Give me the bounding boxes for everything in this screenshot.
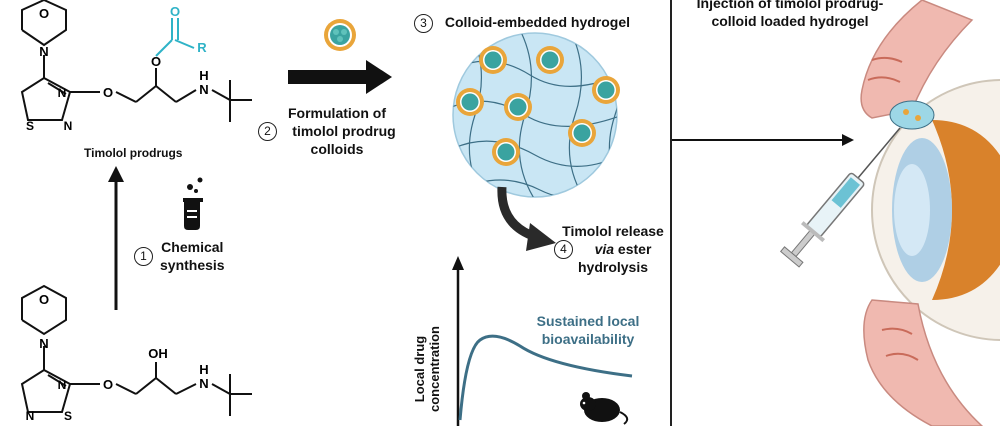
eye-illustration: [672, 0, 1000, 426]
step3-text: Colloid-embedded hydrogel: [444, 14, 631, 30]
hydrogel-depot: [889, 100, 935, 130]
prodrug-ring-n2: N: [64, 119, 73, 133]
beaker-icon: [183, 177, 203, 230]
step4-line1: Timolol release: [562, 223, 664, 239]
step4-ester: ester: [614, 241, 652, 257]
prodrug-structure: [20, 0, 252, 122]
lower-eyelid: [863, 299, 984, 426]
step2-line2: timolol prodrug: [292, 123, 396, 139]
timolol-amine-h: H: [199, 362, 208, 377]
timolol-ring-s: S: [64, 409, 72, 423]
timolol-ring-n: N: [26, 409, 35, 423]
step4-via: via: [594, 241, 615, 257]
step4-line3: hydrolysis: [577, 259, 649, 275]
step1-label: 1 Chemical synthesis: [134, 238, 225, 274]
injection-pointer-arrow: [672, 134, 854, 146]
prodrug-ester-o: O: [151, 54, 161, 69]
annotation-line2: bioavailability: [541, 331, 635, 347]
step1-line1: Chemical: [161, 239, 224, 255]
release-arrow: [497, 186, 556, 251]
timolol-amine-n: N: [199, 376, 208, 391]
prodrug-amine-h: H: [199, 68, 208, 83]
timolol-hydroxyl: OH: [148, 346, 168, 361]
chemistry-panel: N O O O O R N H N S N O N O OH: [0, 0, 280, 426]
plot-axes: [452, 256, 464, 426]
hydrogel-graphic: [452, 32, 620, 198]
timolol-morpholine-o: O: [39, 292, 49, 307]
plot-ylabel: Local drug concentration: [412, 294, 442, 444]
timolol-ether-o: O: [103, 377, 113, 392]
step4-label: Timolol release 4 via ester hydrolysis: [548, 222, 678, 276]
formulation-graphics: [288, 19, 392, 94]
prodrug-amine-n: N: [199, 82, 208, 97]
hydrogel-sphere: [452, 32, 618, 198]
chemical-structures: N O O O O R N H N S N O N O OH: [20, 0, 252, 423]
concentration-curve: [458, 334, 633, 421]
embedded-colloids: [456, 46, 620, 166]
lens: [894, 164, 930, 256]
prodrug-morpholine-o: O: [39, 6, 49, 21]
iris: [932, 120, 1000, 300]
injection-line2: colloid loaded hydrogel: [711, 13, 869, 29]
injection-line1: Injection of timolol prodrug-: [696, 0, 884, 11]
prodrug-r-group: R: [197, 40, 207, 55]
timolol-structure: [20, 284, 252, 416]
panel-divider: [670, 0, 672, 426]
step4-number: 4: [554, 240, 573, 259]
prodrug-ether-o: O: [103, 85, 113, 100]
timolol-morpholine-n: N: [39, 336, 48, 351]
prodrug-label: Timolol prodrugs: [84, 146, 183, 160]
formulation-arrow: [288, 60, 392, 94]
plot-ylabel-line1: Local drug: [412, 335, 427, 403]
upper-eyelid: [860, 0, 974, 119]
step1-number: 1: [134, 247, 153, 266]
syringe-icon: [779, 127, 901, 268]
step1-line2: synthesis: [160, 257, 225, 273]
synthesis-arrow: [108, 166, 124, 310]
prodrug-morpholine-n: N: [39, 44, 48, 59]
timolol-ring-n2: N: [58, 378, 67, 392]
annotation-line1: Sustained local: [536, 313, 640, 329]
mouse-icon: [580, 392, 629, 425]
prodrug-carbonyl-o: O: [170, 4, 180, 19]
step3-label: 3 Colloid-embedded hydrogel: [414, 14, 630, 33]
prodrug-ring-s: S: [26, 119, 34, 133]
step2-line1: Formulation of: [288, 105, 386, 121]
step2-label: Formulation of 2 timolol prodrug colloid…: [258, 104, 412, 158]
colloid-icon: [324, 19, 356, 51]
step2-number: 2: [258, 122, 277, 141]
injection-label: Injection of timolol prodrug- colloid lo…: [680, 0, 900, 30]
prodrug-ring-n1: N: [58, 86, 67, 100]
concentration-plot: [452, 256, 633, 426]
step2-line3: colloids: [310, 141, 364, 157]
plot-annotation: Sustained local bioavailability: [528, 312, 648, 348]
